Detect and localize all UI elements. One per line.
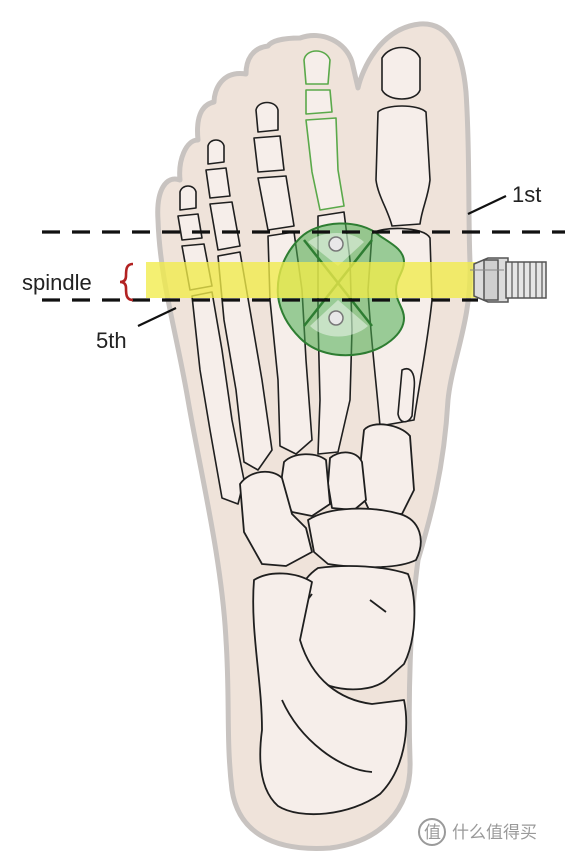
- leader-lines: [137, 195, 507, 327]
- fifth-label: 5th: [96, 328, 127, 353]
- fifth-toe-distal-phalanx: [179, 185, 197, 211]
- second-toe-proximal-phalanx: [305, 117, 345, 211]
- third-toe-proximal-phalanx: [257, 175, 295, 231]
- cleat-bolt-top: [328, 236, 344, 252]
- watermark: 值 什么值得买: [418, 818, 537, 846]
- fourth-toe-middle-phalanx: [205, 167, 231, 199]
- big-toe-distal-phalanx: [381, 46, 421, 100]
- cuboid: [239, 470, 313, 567]
- calcaneus: [252, 572, 408, 816]
- fifth-leader-line: [137, 307, 177, 327]
- spindle-brace: [119, 262, 134, 302]
- fourth-toe-proximal-phalanx: [209, 201, 241, 251]
- spindle-label: spindle: [22, 270, 92, 295]
- fourth-toe-distal-phalanx: [207, 139, 225, 165]
- second-toe-middle-phalanx: [305, 89, 333, 115]
- spindle-bar: [146, 262, 480, 298]
- watermark-text: 什么值得买: [452, 823, 537, 843]
- navicular: [307, 507, 422, 569]
- spindle-threads: [505, 261, 547, 299]
- cleat-bolt-bottom: [328, 310, 344, 326]
- fifth-toe-middle-phalanx: [177, 213, 203, 241]
- tarsal-bones: [239, 423, 422, 816]
- calcaneus-inner-line: [281, 699, 373, 773]
- lateral-cuneiform: [279, 453, 331, 517]
- third-toe-distal-phalanx: [255, 101, 279, 133]
- svg-text:值: 值: [424, 823, 441, 843]
- first-leader-line: [467, 195, 507, 215]
- pedal-spindle: [146, 257, 547, 303]
- intermediate-cuneiform: [327, 451, 367, 511]
- first-label: 1st: [512, 182, 541, 207]
- third-toe-middle-phalanx: [253, 135, 285, 173]
- watermark-logo: [418, 818, 446, 846]
- sesamoid-bone: [397, 368, 416, 423]
- second-toe-distal-phalanx: [303, 50, 331, 85]
- spindle-nut: [483, 259, 499, 301]
- reference-lines: [42, 230, 565, 302]
- big-toe-proximal-phalanx: [375, 105, 431, 227]
- thread-lines: [511, 262, 543, 298]
